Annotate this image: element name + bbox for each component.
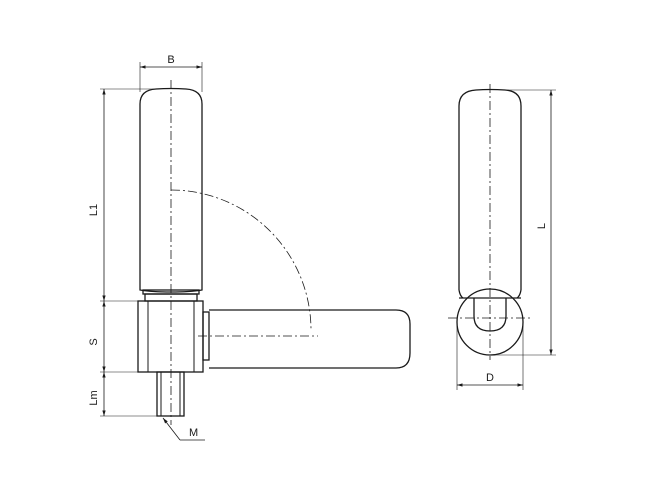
dimension-D: D xyxy=(456,322,524,390)
label-L1: L1 xyxy=(88,204,100,216)
horizontal-grip xyxy=(209,309,411,369)
leader-M: M xyxy=(162,417,205,441)
label-Lm: Lm xyxy=(88,390,100,405)
label-S: S xyxy=(88,338,100,345)
label-B: B xyxy=(167,54,174,66)
threaded-stud xyxy=(156,371,185,417)
dimension-B: B xyxy=(139,54,203,92)
label-D: D xyxy=(486,372,494,384)
dimension-L: L xyxy=(490,89,556,356)
swing-arc xyxy=(170,189,312,331)
side-view xyxy=(448,84,532,360)
vertical-grip xyxy=(139,87,203,293)
label-M: M xyxy=(189,427,198,439)
dimension-chain-left: L1 S Lm xyxy=(88,88,158,417)
label-L: L xyxy=(536,223,548,229)
front-view xyxy=(137,80,411,425)
